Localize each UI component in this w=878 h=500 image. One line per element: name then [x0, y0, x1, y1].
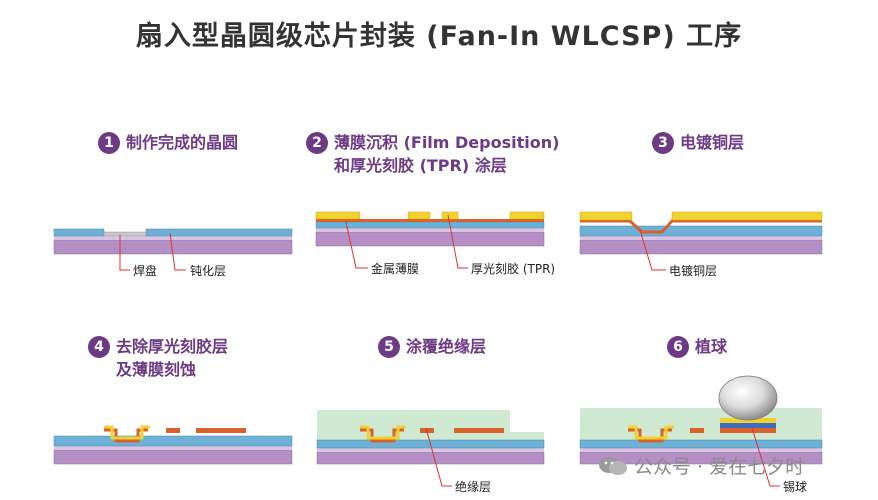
- step-3-label: 电镀铜层: [680, 133, 745, 152]
- copper-trace: [360, 428, 404, 443]
- step-1-diagram: [53, 228, 293, 271]
- label-tpr: 厚光刻胶 (TPR): [471, 262, 556, 276]
- passivation-layer: [53, 435, 293, 447]
- wafer-substrate: [579, 239, 823, 255]
- watermark-text: 公众号 · 爱在七夕时: [634, 456, 805, 478]
- step-4-label-line1: 去除厚光刻胶层: [116, 337, 229, 356]
- copper-trace: [628, 428, 672, 443]
- solder-ball: [718, 375, 778, 421]
- tpr-block: [509, 211, 545, 220]
- wafer-top-stripe: [580, 236, 822, 240]
- ubm-gold: [720, 418, 776, 423]
- step-3-diagram: [579, 211, 823, 271]
- step-5-text: 涂覆绝缘层: [406, 335, 486, 358]
- step-6-text: 植球: [695, 335, 727, 358]
- ubm-blue: [720, 423, 776, 428]
- step-1-label: 制作完成的晶圆: [126, 133, 239, 152]
- step-2-text: 薄膜沉积 (Film Deposition) 和厚光刻胶 (TPR) 涂层: [334, 131, 559, 177]
- step-4-diagram: [53, 425, 293, 465]
- wechat-icon: [599, 456, 627, 475]
- passivation-leader: [169, 232, 186, 271]
- insulation-leader: [425, 427, 452, 487]
- copper-leader: [639, 229, 666, 271]
- tpr-block: [315, 211, 361, 220]
- step-1-header: 1 制作完成的晶圆: [98, 131, 238, 154]
- passivation-layer: [315, 221, 545, 229]
- step-2-number: 2: [306, 132, 328, 154]
- label-insulation: 绝缘层: [455, 480, 492, 494]
- wafer-top-stripe: [54, 446, 292, 450]
- step-1-text: 制作完成的晶圆: [126, 131, 238, 154]
- insulation-layer: [580, 408, 822, 444]
- label-passivation: 钝化层: [190, 264, 227, 278]
- wafer-top-stripe: [54, 236, 292, 240]
- passivation-layer: [579, 225, 823, 237]
- tpr-block: [671, 211, 823, 221]
- step-3-text: 电镀铜层: [680, 131, 744, 154]
- step-3-number: 3: [652, 132, 674, 154]
- step-6-label: 植球: [695, 337, 728, 356]
- step-5-number: 5: [378, 336, 400, 358]
- copper-trace: [104, 428, 148, 443]
- copper-pad: [166, 428, 180, 433]
- ubm-copper: [720, 428, 776, 433]
- tpr-remnant: [104, 425, 150, 440]
- pad: [103, 231, 147, 237]
- tpr-block: [407, 211, 431, 220]
- solder-ball-leader: [751, 427, 780, 487]
- passivation-layer: [53, 228, 105, 237]
- step-6-header: 6 植球: [667, 335, 727, 358]
- copper-pad: [690, 428, 704, 433]
- label-solder-ball: 锡球: [783, 480, 808, 494]
- tpr-remnant: [628, 425, 674, 440]
- wafer-top-stripe: [580, 448, 822, 452]
- step-4-header: 4 去除厚光刻胶层 及薄膜刻蚀: [88, 335, 228, 381]
- step-2-label-line1: 薄膜沉积 (Film Deposition): [334, 133, 560, 152]
- insulation-layer: [317, 410, 510, 444]
- copper-line: [454, 428, 504, 433]
- tpr-leader: [447, 214, 468, 269]
- step-2-label-line2: 和厚光刻胶 (TPR) 涂层: [334, 156, 507, 175]
- tpr-remnant: [360, 425, 406, 440]
- tpr-block: [441, 211, 459, 220]
- copper-plating: [580, 219, 822, 234]
- step-2-diagram: [315, 211, 545, 269]
- label-metal-film: 金属薄膜: [371, 262, 420, 276]
- passivation-layer: [145, 228, 293, 237]
- step-2-header: 2 薄膜沉积 (Film Deposition) 和厚光刻胶 (TPR) 涂层: [306, 131, 559, 177]
- label-pad: 焊盘: [133, 264, 158, 278]
- pad-leader: [119, 235, 130, 271]
- metal-film-leader: [345, 221, 368, 269]
- step-6-diagram: [579, 375, 823, 487]
- wafer-top-stripe: [317, 448, 544, 452]
- step-4-text: 去除厚光刻胶层 及薄膜刻蚀: [116, 335, 228, 381]
- copper-line: [196, 428, 246, 433]
- step-4-label-line2: 及薄膜刻蚀: [116, 360, 197, 379]
- passivation-layer: [579, 439, 823, 449]
- wafer-substrate: [316, 451, 545, 465]
- tpr-block: [579, 211, 633, 221]
- step-6-number: 6: [667, 336, 689, 358]
- page-title: 扇入型晶圆级芯片封装 (Fan-In WLCSP) 工序: [135, 21, 743, 52]
- step-4-number: 4: [88, 336, 110, 358]
- step-1-number: 1: [98, 132, 120, 154]
- step-5-diagram: [316, 410, 545, 487]
- step-5-label: 涂覆绝缘层: [406, 337, 487, 356]
- label-cu-plating: 电镀铜层: [669, 264, 718, 278]
- step-3-header: 3 电镀铜层: [652, 131, 744, 154]
- watermark: 公众号 · 爱在七夕时: [598, 452, 804, 479]
- metal-film: [316, 219, 544, 222]
- wafer-substrate: [53, 449, 293, 465]
- wafer-top-stripe: [316, 228, 544, 232]
- step-5-header: 5 涂覆绝缘层: [378, 335, 486, 358]
